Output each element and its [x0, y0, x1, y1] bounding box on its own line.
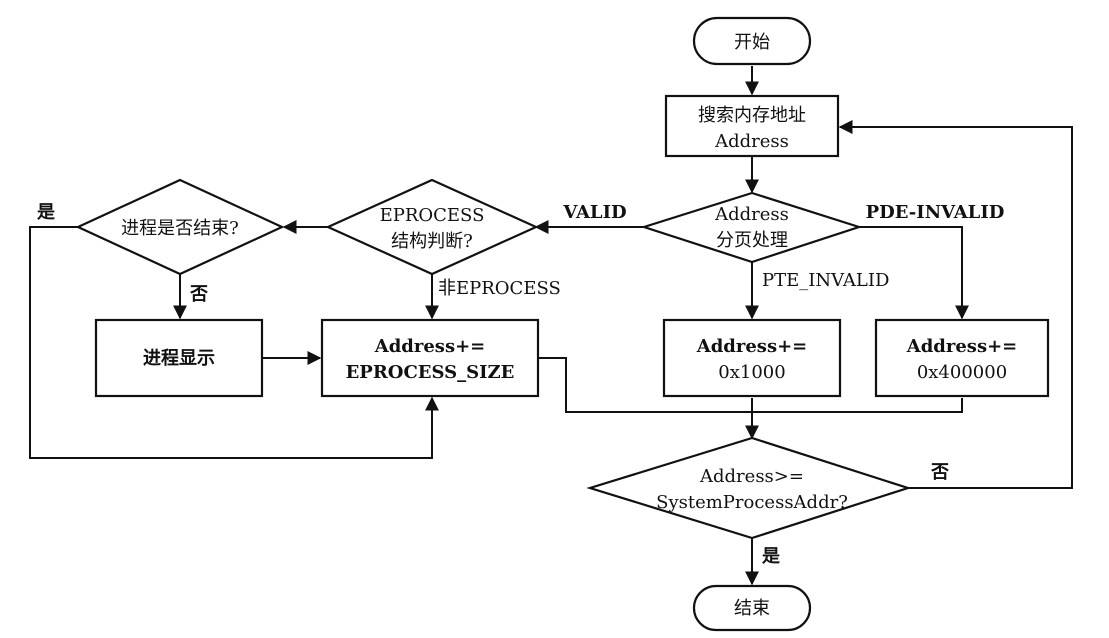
paging-line2: 分页处理 [716, 230, 788, 251]
process-end-label: 进程是否结束? [121, 218, 239, 239]
edge-compare-no-loop [838, 120, 1073, 489]
add-eprocess-size-line1: Address+= [374, 336, 486, 357]
add-400000-box: Address+= 0x400000 [874, 318, 1050, 398]
label-valid: VALID [562, 202, 626, 223]
start-terminal: 开始 [692, 16, 812, 66]
process-display-label: 进程显示 [143, 348, 215, 369]
paging-line1: Address [714, 204, 789, 225]
compare-line1: Address>= [699, 466, 804, 487]
add-1000-line1: Address+= [696, 336, 808, 357]
add-eprocess-size-line2: EPROCESS_SIZE [346, 362, 515, 383]
start-label: 开始 [734, 32, 770, 53]
end-label: 结束 [734, 598, 770, 619]
search-line1: 搜索内存地址 [698, 105, 806, 126]
process-display-box: 进程显示 [94, 318, 264, 398]
eprocess-decision: EPROCESS 结构判断? [325, 178, 539, 276]
edge-process-end-yes-to-add-eprocess-size [29, 226, 439, 459]
label-non-eprocess: 非EPROCESS [438, 278, 561, 299]
label-pte-invalid: PTE_INVALID [762, 270, 889, 291]
label-yes-end: 是 [761, 546, 780, 567]
process-end-decision: 进程是否结束? [75, 178, 285, 276]
search-memory-box: 搜索内存地址 Address [664, 94, 840, 158]
search-line2: Address [714, 131, 789, 152]
add-400000-line2: 0x400000 [917, 362, 1007, 383]
label-no-loop: 否 [930, 462, 949, 483]
label-yes-left: 是 [36, 202, 55, 223]
eprocess-line1: EPROCESS [380, 205, 485, 226]
edges [29, 66, 1073, 586]
label-no-process: 否 [189, 284, 208, 305]
compare-decision: Address>= SystemProcessAddr? [586, 436, 912, 540]
paging-decision: Address 分页处理 [640, 191, 863, 264]
add-1000-box: Address+= 0x1000 [662, 318, 842, 398]
eprocess-line2: 结构判断? [391, 231, 473, 252]
end-terminal: 结束 [692, 584, 812, 632]
add-1000-line2: 0x1000 [718, 362, 785, 383]
edge-add400000-to-compare [752, 398, 963, 413]
compare-line2: SystemProcessAddr? [656, 492, 848, 513]
add-eprocess-size-box: Address+= EPROCESS_SIZE [320, 318, 540, 398]
edge-add-eprocess-size-to-compare [538, 357, 759, 440]
label-pde-invalid: PDE-INVALID [866, 202, 1005, 223]
add-400000-line1: Address+= [906, 336, 1018, 357]
edge-paging-to-add400000 [859, 226, 969, 320]
